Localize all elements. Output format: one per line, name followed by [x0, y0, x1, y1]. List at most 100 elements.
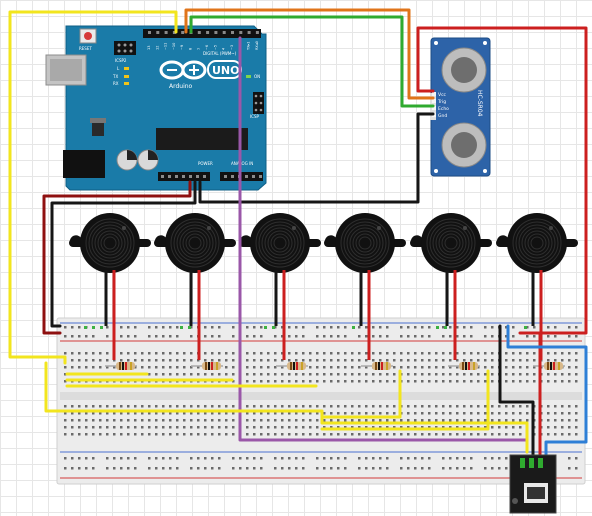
- breadboard-hole: [414, 373, 417, 376]
- breadboard-hole: [463, 419, 466, 422]
- breadboard-hole: [512, 426, 515, 429]
- breadboard-hole: [204, 326, 207, 329]
- header-pin: [182, 175, 185, 178]
- breadboard-hole: [477, 352, 480, 355]
- breadboard-hole: [344, 380, 347, 383]
- breadboard-hole: [379, 467, 382, 470]
- breadboard-hole: [323, 373, 326, 376]
- breadboard-hole: [407, 426, 410, 429]
- breadboard-hole: [92, 426, 95, 429]
- breadboard-hole: [498, 419, 501, 422]
- breadboard-hole: [127, 433, 130, 436]
- breadboard-hole: [435, 373, 438, 376]
- breadboard-hole: [232, 366, 235, 369]
- breadboard-hole: [407, 433, 410, 436]
- breadboard-hole: [288, 426, 291, 429]
- breadboard-hole: [260, 335, 263, 338]
- breadboard-hole: [512, 326, 515, 329]
- breadboard-hole: [533, 366, 536, 369]
- breadboard-hole: [218, 419, 221, 422]
- led-label-tx: TX: [112, 74, 118, 79]
- breadboard-hole: [484, 467, 487, 470]
- breadboard-hole: [435, 419, 438, 422]
- breadboard-hole: [414, 467, 417, 470]
- breadboard-hole: [302, 352, 305, 355]
- header-pin: [247, 31, 251, 34]
- breadboard-hole: [379, 433, 382, 436]
- breadboard-hole: [491, 433, 494, 436]
- breadboard-hole: [449, 412, 452, 415]
- breadboard-hole: [267, 419, 270, 422]
- breadboard-hole: [547, 373, 550, 376]
- breadboard-hole: [225, 366, 228, 369]
- breadboard-hole: [428, 467, 431, 470]
- breadboard-hole: [491, 366, 494, 369]
- breadboard-hole: [498, 426, 501, 429]
- breadboard-hole: [344, 405, 347, 408]
- breadboard-hole: [365, 457, 368, 460]
- breadboard-hole: [295, 467, 298, 470]
- breadboard-hole: [344, 326, 347, 329]
- breadboard-hole: [491, 352, 494, 355]
- breadboard-hole: [463, 352, 466, 355]
- breadboard-hole: [253, 380, 256, 383]
- breadboard-hole: [176, 326, 179, 329]
- breadboard-hole: [260, 433, 263, 436]
- breadboard-hole: [323, 335, 326, 338]
- breadboard-hole: [260, 405, 263, 408]
- resistor: [191, 362, 223, 370]
- breadboard-hole: [155, 467, 158, 470]
- breadboard-hole: [64, 373, 67, 376]
- breadboard-hole: [519, 352, 522, 355]
- breadboard-hole: [568, 373, 571, 376]
- breadboard-hole: [309, 366, 312, 369]
- reset-label: RESET: [79, 46, 92, 51]
- breadboard-hole: [281, 467, 284, 470]
- analog-label: ANALOG IN: [231, 161, 253, 166]
- breadboard-hole: [127, 419, 130, 422]
- breadboard-hole: [190, 373, 193, 376]
- breadboard-hole: [372, 419, 375, 422]
- breadboard-hole: [197, 405, 200, 408]
- breadboard-hole: [379, 352, 382, 355]
- breadboard-hole: [407, 373, 410, 376]
- breadboard-hole: [435, 426, 438, 429]
- breadboard-hole: [183, 359, 186, 362]
- breadboard-hole: [414, 426, 417, 429]
- breadboard-hole: [176, 467, 179, 470]
- resistor: [105, 362, 137, 370]
- breadboard-hole: [162, 373, 165, 376]
- breadboard-hole: [148, 373, 151, 376]
- breadboard-hole: [379, 457, 382, 460]
- breadboard-hole: [141, 359, 144, 362]
- breadboard-hole: [561, 380, 564, 383]
- breadboard-hole: [197, 457, 200, 460]
- breadboard-hole: [113, 412, 116, 415]
- breadboard-hole: [197, 426, 200, 429]
- breadboard-hole: [148, 426, 151, 429]
- breadboard-hole: [211, 335, 214, 338]
- breadboard-hole: [85, 412, 88, 415]
- breadboard-hole: [393, 380, 396, 383]
- breadboard-hole: [288, 412, 291, 415]
- breadboard-hole: [253, 359, 256, 362]
- breadboard-hole: [113, 426, 116, 429]
- breadboard-hole: [421, 380, 424, 383]
- breadboard-hole: [190, 335, 193, 338]
- resistor: [533, 362, 565, 370]
- breadboard-hole: [407, 457, 410, 460]
- breadboard-hole: [526, 326, 529, 329]
- breadboard-hole: [365, 366, 368, 369]
- breadboard-hole: [295, 412, 298, 415]
- breadboard-hole: [442, 359, 445, 362]
- breadboard-hole: [246, 373, 249, 376]
- breadboard-hole: [561, 359, 564, 362]
- breadboard-hole: [302, 457, 305, 460]
- breadboard-hole: [393, 359, 396, 362]
- breadboard-hole: [449, 359, 452, 362]
- breadboard-hole: [302, 380, 305, 383]
- breadboard-hole: [148, 457, 151, 460]
- breadboard-hole: [554, 419, 557, 422]
- breadboard-hole: [477, 433, 480, 436]
- breadboard-hole: [358, 359, 361, 362]
